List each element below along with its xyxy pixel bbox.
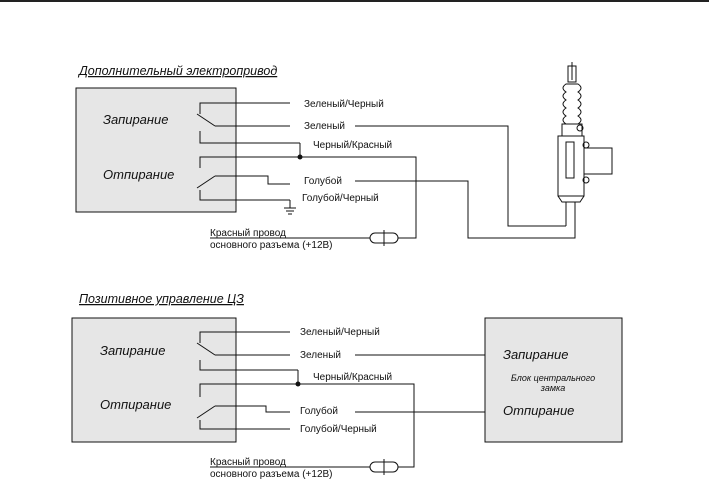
- diagram1-power-line1: Красный провод: [210, 228, 286, 239]
- diagram1-wire-green: Зеленый: [304, 121, 345, 132]
- diagram1-title: Дополнительный электропривод: [77, 64, 277, 78]
- diagram1-wire-black-red: Черный/Красный: [313, 140, 392, 151]
- diagram2-wire-green-black: Зеленый/Черный: [300, 327, 380, 338]
- diagram2-power-line2: основного разъема (+12В): [210, 469, 333, 480]
- cz-unlock-label: Отпирание: [503, 403, 574, 418]
- diagram2-wire-blue-black: Голубой/Черный: [300, 423, 377, 435]
- door-lock-actuator-icon: [557, 62, 613, 226]
- diagram1-green-wire-line: [355, 125, 566, 227]
- diagram2-wire-blue: Голубой: [300, 405, 338, 417]
- diagram1-lock-label: Запирание: [103, 112, 169, 127]
- diagram1-wire-green-black: Зеленый/Черный: [304, 99, 384, 110]
- cz-name-line1: Блок центрального: [511, 373, 595, 383]
- central-lock-block: [484, 317, 623, 443]
- diagram1-wire-blue-black: Голубой/Черный: [302, 192, 379, 204]
- cz-name-line2: замка: [540, 383, 566, 393]
- diagram2-fuse: [210, 459, 399, 475]
- diagram-additional-actuator: Дополнительный электропривод Запирание О…: [75, 62, 613, 251]
- diagram2-wire-black-red: Черный/Красный: [313, 372, 392, 383]
- cz-lock-label: Запирание: [503, 347, 569, 362]
- diagram2-power-line1: Красный провод: [210, 457, 286, 468]
- diagram1-power-line2: основного разъема (+12В): [210, 240, 333, 251]
- page-top-rule: [0, 0, 709, 2]
- diagram2-unlock-label: Отпирание: [100, 397, 171, 412]
- diagram2-common-bus: [295, 370, 415, 468]
- diagram1-wire-blue: Голубой: [304, 175, 342, 187]
- diagram1-fuse: [210, 230, 399, 246]
- diagram2-title: Позитивное управление ЦЗ: [79, 292, 244, 306]
- diagram1-blue-wire-line: [355, 180, 576, 239]
- diagram1-common-bus: [284, 143, 417, 239]
- diagram1-unlock-label: Отпирание: [103, 167, 174, 182]
- diagram1-unlock-relay: [196, 156, 300, 201]
- diagram2-unlock-relay: [196, 383, 298, 430]
- diagram1-lock-relay: [196, 102, 300, 144]
- diagram2-wire-green: Зеленый: [300, 350, 341, 361]
- diagram2-lock-label: Запирание: [100, 343, 166, 358]
- diagram1-alarm-block: [75, 87, 237, 213]
- diagram2-alarm-block: [71, 317, 237, 443]
- diagram2-lock-relay: [196, 331, 298, 371]
- diagram-positive-central-lock: Позитивное управление ЦЗ Запирание Отпир…: [71, 292, 623, 480]
